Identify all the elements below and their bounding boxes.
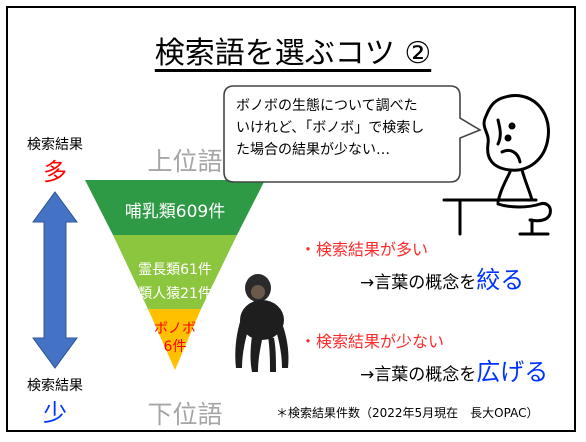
footnote: ＊検索結果件数（2022年5月現在 長大OPAC） <box>276 406 539 420</box>
thinking-person-icon <box>442 94 552 236</box>
tip-many-action: →言葉の概念を絞る <box>360 266 525 294</box>
layer1-text: 哺乳類609件 <box>124 202 226 222</box>
tip-few-emphasis: 広げる <box>476 358 549 386</box>
term-pyramid <box>85 180 265 370</box>
results-many-label: 検索結果 <box>27 137 83 153</box>
layer2-line1: 霊長類61件 <box>138 262 212 278</box>
layer2-line2: 類人猿21件 <box>138 286 212 302</box>
pyramid-layer-mammal <box>85 180 265 235</box>
tip-few-text: 検索結果が少ない <box>316 332 445 351</box>
bonobo-photo <box>235 274 289 372</box>
slide-title: 検索語を選ぶコツ ② <box>154 36 432 71</box>
upper-term-label: 上位語 <box>147 147 223 176</box>
slide-frame <box>6 6 576 432</box>
tip-many-bullet: ・検索結果が多い <box>300 240 429 259</box>
results-few-big: 少 <box>43 399 67 427</box>
speech-bubble <box>223 85 482 183</box>
up-down-arrow-icon <box>32 191 78 369</box>
pyramid-layer-bonobo <box>148 309 201 370</box>
tip-many-emphasis: 絞る <box>476 266 525 294</box>
tip-few-bullet: ・検索結果が少ない <box>300 332 445 351</box>
layer3-line1: ボノボ <box>154 321 196 337</box>
results-many-big: 多 <box>43 158 67 186</box>
bubble-line3: た場合の結果が少ない… <box>236 142 390 158</box>
tip-few-action: →言葉の概念を広げる <box>360 358 549 386</box>
tip-many-text: 検索結果が多い <box>316 240 429 259</box>
bubble-line2: いけれど、「ボノボ」で検索し <box>236 120 425 136</box>
results-few-label: 検索結果 <box>27 378 83 394</box>
layer3-line2: 6件 <box>163 339 187 355</box>
bubble-line1: ボノボの生態について調べた <box>236 98 418 114</box>
lower-term-label: 下位語 <box>147 400 223 429</box>
pyramid-layer-primate <box>113 235 237 309</box>
